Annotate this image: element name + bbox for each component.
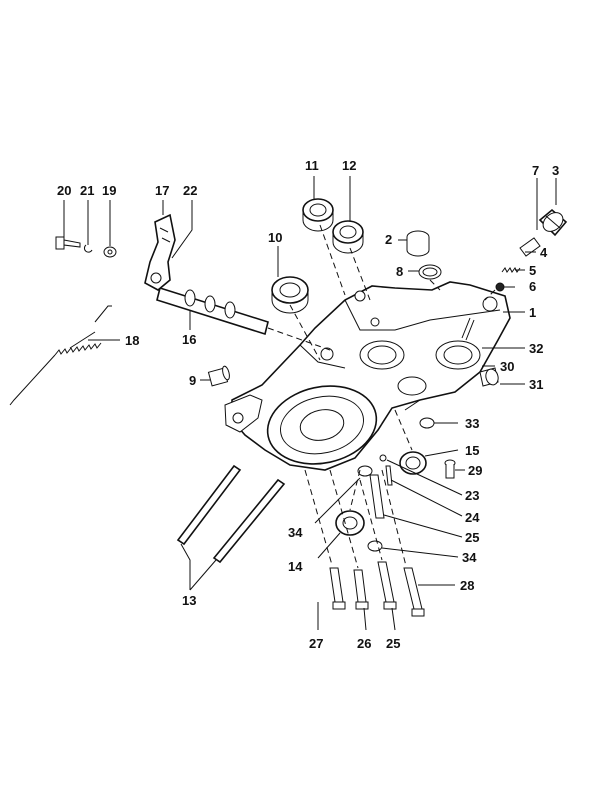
leader-lines (63, 176, 557, 631)
callout-7: 7 (532, 163, 539, 178)
washer-34a (357, 465, 373, 477)
callout-20: 20 (57, 183, 71, 198)
washer-34b (367, 540, 383, 552)
bearing-11 (302, 198, 334, 232)
callout-2: 2 (385, 232, 392, 247)
callout-24: 24 (465, 510, 480, 525)
seal-14 (335, 510, 365, 536)
bearing-10 (271, 276, 309, 314)
callout-27: 27 (309, 636, 323, 651)
callout-3: 3 (552, 163, 559, 178)
callout-12: 12 (342, 158, 356, 173)
axis-line-11 (319, 224, 346, 296)
plug-33 (419, 417, 435, 429)
callout-34b: 34 (462, 550, 477, 565)
washer-19 (103, 246, 117, 258)
axis-line-10 (289, 304, 321, 361)
callout-30: 30 (500, 359, 514, 374)
screw-31 (479, 367, 499, 387)
plug-screw-3 (538, 208, 568, 237)
axis-line-6 (484, 289, 496, 301)
bolt-28 (403, 567, 425, 617)
callout-4: 4 (540, 245, 548, 260)
oring-8 (418, 264, 442, 280)
bolt-25b (377, 561, 397, 610)
callout-25b: 25 (386, 636, 400, 651)
pin-24 (385, 465, 393, 486)
callout-10: 10 (268, 230, 282, 245)
spring-5 (501, 267, 521, 273)
return-spring (9, 305, 112, 406)
callout-26: 26 (357, 636, 371, 651)
bolt-25a (369, 474, 385, 519)
bolt-26 (353, 569, 369, 610)
callout-18: 18 (125, 333, 139, 348)
callout-1: 1 (529, 305, 536, 320)
callout-33: 33 (465, 416, 479, 431)
callout-23: 23 (465, 488, 479, 503)
callout-14: 14 (288, 559, 303, 574)
callout-19: 19 (102, 183, 116, 198)
callout-15: 15 (465, 443, 479, 458)
crankcase-housing (224, 281, 511, 471)
callout-21: 21 (80, 183, 94, 198)
callout-25a: 25 (465, 530, 479, 545)
screw-29 (444, 459, 456, 479)
callout-13: 13 (182, 593, 196, 608)
shift-shaft (156, 286, 331, 351)
bushing-2 (406, 230, 430, 257)
callout-34a: 34 (288, 525, 303, 540)
seal-15 (399, 451, 427, 475)
dowel-pin (207, 365, 230, 387)
stud-13a (176, 464, 242, 546)
ball-6 (495, 282, 505, 292)
callout-labels: 20 21 19 17 22 11 12 7 3 10 2 4 8 5 6 1 … (57, 158, 559, 651)
callout-9: 9 (189, 373, 196, 388)
callout-29: 29 (468, 463, 482, 478)
callout-31: 31 (529, 377, 543, 392)
callout-8: 8 (396, 264, 403, 279)
callout-11: 11 (305, 158, 319, 173)
callout-16: 16 (182, 332, 196, 347)
axis-line-8 (429, 279, 441, 291)
callout-17: 17 (155, 183, 169, 198)
clip-21 (83, 244, 93, 253)
stud-13b (212, 478, 286, 564)
callout-6: 6 (529, 279, 536, 294)
shift-lever (144, 213, 176, 291)
callout-32: 32 (529, 341, 543, 356)
bolt-20 (55, 236, 81, 250)
callout-28: 28 (460, 578, 474, 593)
callout-22: 22 (183, 183, 197, 198)
pin-23 (379, 454, 387, 462)
callout-5: 5 (529, 263, 536, 278)
bolt-27 (329, 567, 346, 610)
bearing-12 (332, 220, 364, 254)
pin-4 (519, 237, 541, 257)
